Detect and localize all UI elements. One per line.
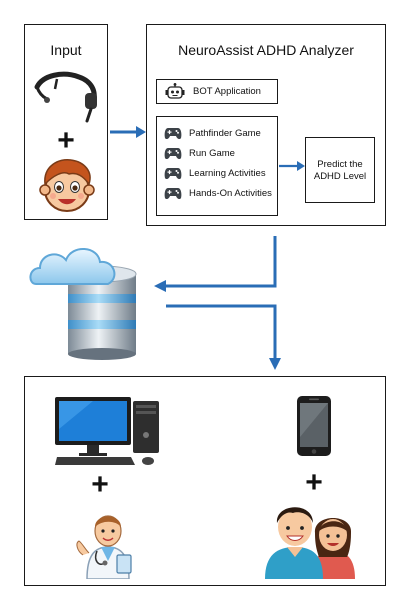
cloud-database-icon bbox=[29, 248, 137, 360]
eeg-headset-icon bbox=[34, 71, 97, 123]
output-plus-right: + bbox=[305, 466, 323, 499]
bot-application-box: BOT Application bbox=[156, 79, 278, 104]
robot-icon bbox=[165, 83, 185, 99]
game-label: Run Game bbox=[189, 147, 235, 159]
gamepad-icon bbox=[164, 128, 182, 140]
analyzer-panel: NeuroAssist ADHD Analyzer BOT Applicatio… bbox=[146, 24, 386, 226]
game-label: Hands-On Activities bbox=[189, 187, 272, 199]
child-face-icon bbox=[39, 158, 95, 212]
predict-label-line1: Predict the bbox=[317, 159, 363, 170]
smartphone-icon bbox=[297, 396, 331, 456]
analyzer-title: NeuroAssist ADHD Analyzer bbox=[178, 42, 354, 58]
predict-box: Predict the ADHD Level bbox=[305, 137, 375, 203]
input-title: Input bbox=[50, 42, 82, 58]
predict-label-line2: ADHD Level bbox=[313, 171, 367, 182]
list-item: Pathfinder Game bbox=[164, 123, 277, 143]
games-box: Pathfinder Game Run Game Learning Activi… bbox=[156, 116, 278, 216]
gamepad-icon bbox=[164, 148, 182, 160]
list-item: Hands-On Activities bbox=[164, 183, 277, 203]
game-label: Pathfinder Game bbox=[189, 127, 261, 139]
parents-icon bbox=[265, 507, 355, 579]
output-plus-left: + bbox=[91, 468, 109, 501]
list-item: Run Game bbox=[164, 143, 277, 163]
arrow-to-predict bbox=[279, 161, 305, 171]
input-panel: Input + bbox=[24, 24, 108, 220]
gamepad-icon bbox=[164, 168, 182, 180]
game-label: Learning Activities bbox=[189, 167, 266, 179]
list-item: Learning Activities bbox=[164, 163, 277, 183]
doctor-icon bbox=[76, 515, 132, 579]
output-panel: + + bbox=[24, 376, 386, 586]
input-plus: + bbox=[57, 124, 75, 157]
gamepad-icon bbox=[164, 188, 182, 200]
bot-application-label: BOT Application bbox=[193, 86, 261, 97]
arrow-to-analyzer bbox=[110, 126, 146, 138]
data-flow-arrows bbox=[154, 236, 281, 370]
desktop-computer-icon bbox=[55, 397, 159, 465]
